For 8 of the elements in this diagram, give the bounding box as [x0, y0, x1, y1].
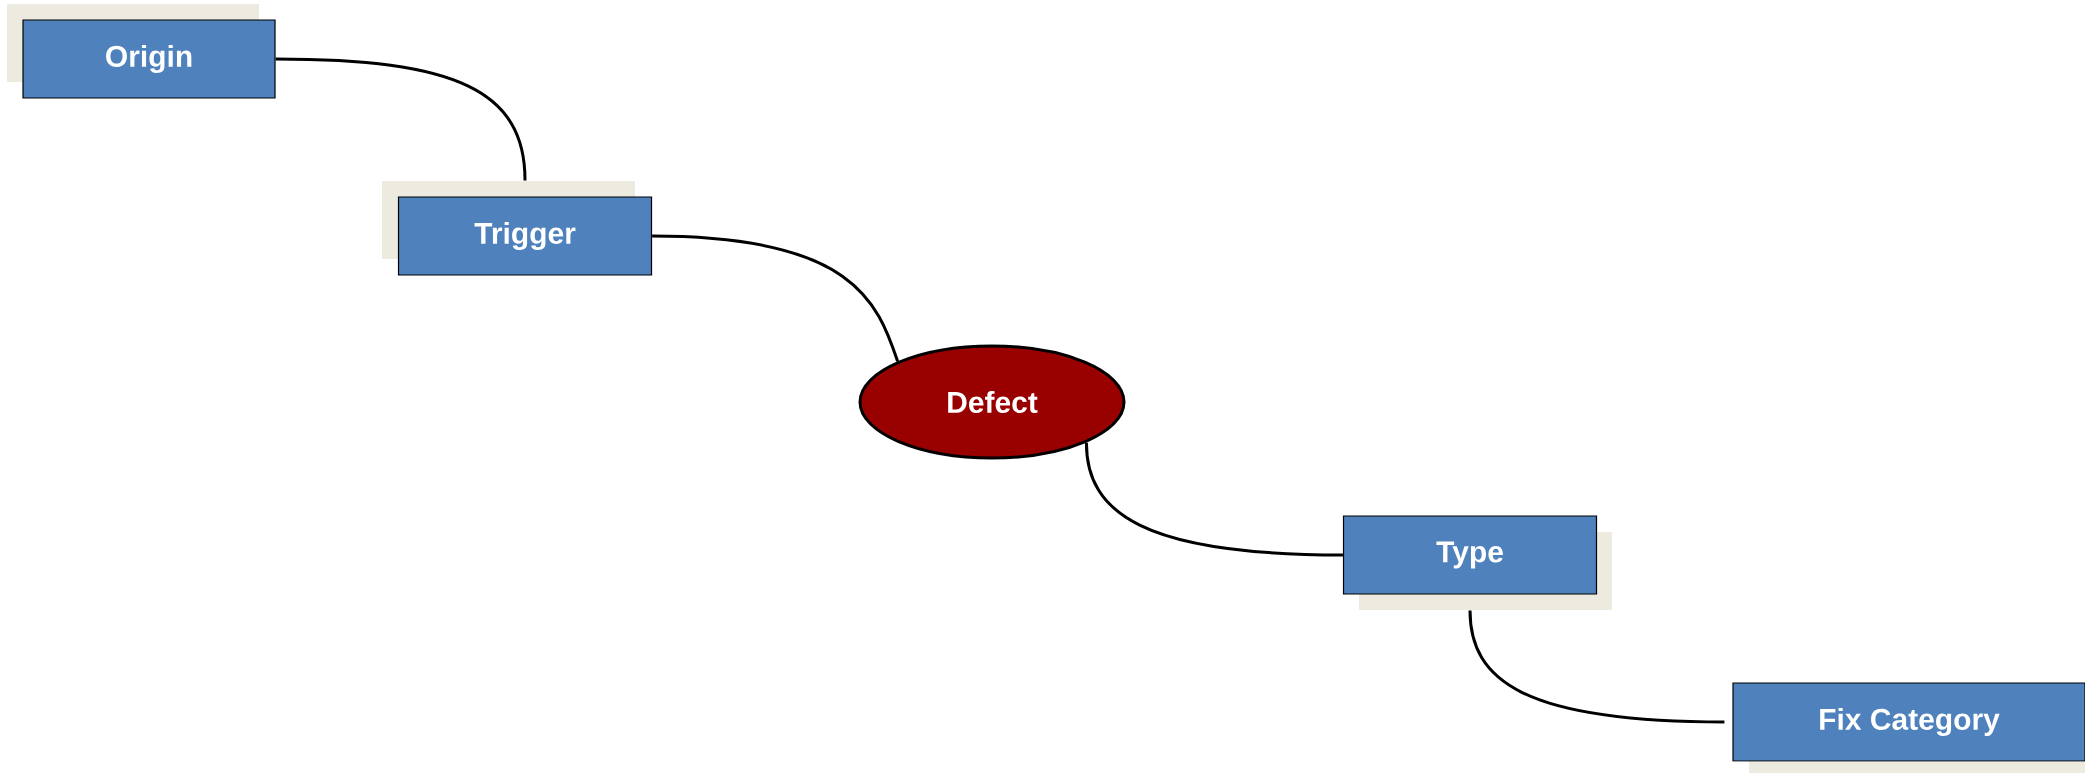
connector-curve [652, 234, 900, 362]
connector-curve [1468, 610, 1725, 724]
connector-curve [1084, 442, 1343, 557]
label-box: Fix Category [1732, 682, 2085, 773]
label-box: Type [1342, 515, 1612, 610]
label-box: Trigger [382, 181, 653, 276]
label-box: Origin [7, 4, 276, 99]
connector-curve [275, 57, 527, 181]
